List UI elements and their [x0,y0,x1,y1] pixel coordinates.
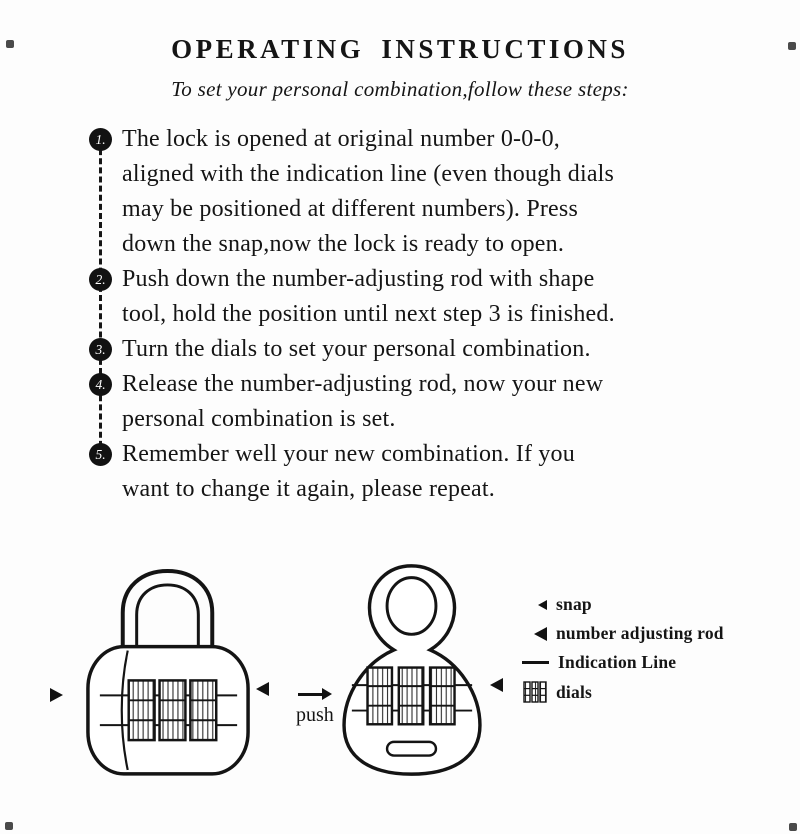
step-text: The lock is opened at original number 0-… [122,126,615,257]
scan-artifact [6,40,14,48]
step-text: Release the number-adjusting rod, now yo… [122,371,604,432]
step-text: Turn the dials to set your personal comb… [122,336,591,362]
step-number-badge: 4. [89,373,112,396]
dashed-rail [99,140,102,456]
push-arrow-icon [298,688,332,700]
step-item: 5. Remember well your new combination. I… [88,437,745,507]
scan-artifact [5,822,13,830]
indication-line-icon [522,661,549,664]
step-number-badge: 1. [89,128,112,151]
step-item: 2. Push down the number-adjusting rod wi… [88,262,745,332]
legend-row-snap: snap [522,594,724,615]
step-number-badge: 2. [89,268,112,291]
legend-row-indication-line: Indication Line [522,652,724,673]
push-label: push [296,704,334,726]
step-text: Push down the number-adjusting rod with … [122,266,615,327]
padlock-illustration [86,569,250,776]
step-text: Remember well your new combination. If y… [122,441,575,502]
rod-pointer-icon [256,682,269,696]
step-number-badge: 3. [89,338,112,361]
rod-arrow-icon [534,626,547,641]
step-item: 1. The lock is opened at original number… [88,122,745,262]
dial-wheels [127,679,218,742]
rod-pointer-icon [490,678,503,692]
scan-artifact [789,823,797,831]
legend-label: dials [556,681,593,702]
step-number-badge: 5. [89,443,112,466]
dial-wheels [366,666,456,726]
legend-label: snap [556,594,592,614]
snap-pointer-icon [50,688,63,702]
instruction-sheet: OPERATING INSTRUCTIONS To set your perso… [0,34,800,834]
page-subtitle: To set your personal combination,follow … [171,77,629,101]
snap-triangle-icon [538,599,547,610]
legend-label: number adjusting rod [556,623,724,643]
legend-label: Indication Line [558,652,677,672]
steps-list: 1. The lock is opened at original number… [88,122,745,507]
step-item: 4. Release the number-adjusting rod, now… [88,367,745,437]
legend-row-dials: dials [522,681,724,703]
diagram-legend: snap number adjusting rod Indication Lin… [522,594,724,711]
round-lock-illustration [342,564,482,776]
legend-row-rod: number adjusting rod [522,623,724,644]
lock-diagram: push snap [0,542,800,812]
scan-artifact [788,42,796,50]
dials-grid-icon [523,681,547,703]
step-item: 3. Turn the dials to set your personal c… [88,332,745,367]
page-title: OPERATING INSTRUCTIONS [171,34,629,64]
